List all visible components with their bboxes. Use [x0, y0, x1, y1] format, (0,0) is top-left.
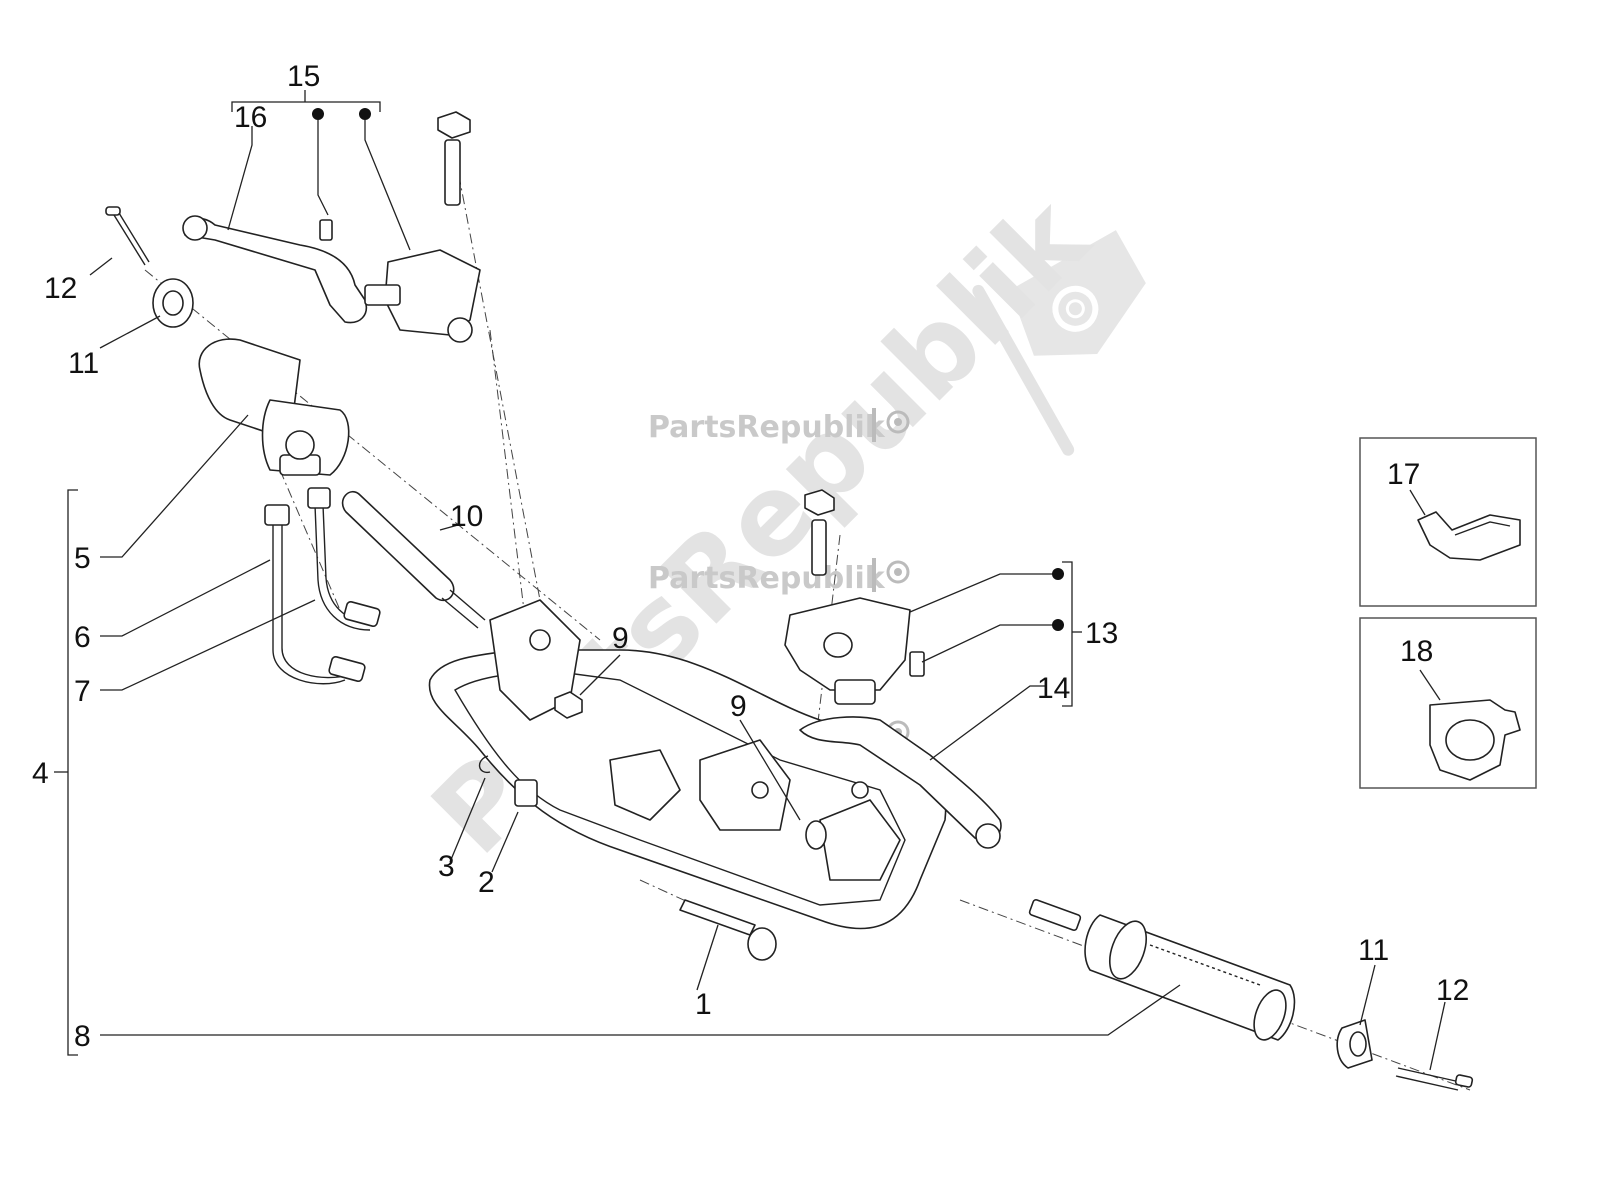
- gear-icon: [1052, 285, 1099, 332]
- bullet-icon: [1052, 568, 1064, 580]
- callout-17: 17: [1387, 458, 1420, 491]
- watermark-text: PartsRepublik: [648, 561, 886, 596]
- callout-8: 8: [74, 1020, 91, 1053]
- block-2: [514, 779, 538, 807]
- callout-12-a: 12: [44, 272, 77, 305]
- clip-3: [478, 755, 491, 774]
- lever-14-right: [799, 716, 1002, 849]
- callout-15: 15: [287, 60, 320, 93]
- callout-5: 5: [74, 542, 91, 575]
- callout-12-b: 12: [1436, 974, 1469, 1007]
- callout-2: 2: [478, 866, 495, 899]
- bracket-15: [231, 90, 411, 251]
- watermark-text: PartsRepublik: [648, 410, 886, 445]
- callout-11-a: 11: [68, 347, 99, 380]
- tube-10: [341, 490, 486, 629]
- bullet-icon: [1052, 619, 1064, 631]
- nut-9-b: [805, 820, 827, 850]
- flag-logo-icon: [1010, 230, 1146, 356]
- bullet-icon: [312, 108, 324, 120]
- callout-18: 18: [1400, 635, 1433, 668]
- bullet-icon: [359, 108, 371, 120]
- bar-end-11-top: [152, 278, 194, 328]
- bracket-4: [54, 489, 78, 1056]
- nut-9-a: [554, 691, 583, 719]
- master-cylinder-right: [784, 489, 925, 705]
- callouts: 1 2 3 4 5 6 7 8 9 9 10 11 11 12 12 13 14…: [32, 60, 1469, 1053]
- callout-14: 14: [1037, 672, 1070, 705]
- bracket-13: [909, 561, 1082, 707]
- callout-7: 7: [74, 675, 91, 708]
- inset-box-17: [1359, 437, 1537, 607]
- callout-9-a: 9: [612, 622, 629, 655]
- gear-icon: [886, 560, 910, 584]
- callout-10: 10: [450, 500, 483, 533]
- master-cylinder-top: [319, 111, 481, 343]
- handlebar-frame: [428, 599, 947, 930]
- callout-6: 6: [74, 621, 91, 654]
- grip-5-left: [198, 338, 350, 476]
- callout-3: 3: [438, 850, 455, 883]
- grip-8-right: [1028, 898, 1296, 1041]
- watermark-small-2: PartsRepublik: [648, 558, 910, 596]
- cables-6-7: [264, 487, 381, 685]
- screw-12-bottom: [1395, 1067, 1474, 1091]
- bolt-1: [679, 899, 777, 961]
- leader-lines: [89, 126, 1446, 1071]
- bar-end-11-bottom: [1336, 1019, 1373, 1069]
- watermark-small-1: PartsRepublik: [648, 408, 910, 445]
- callout-1: 1: [695, 988, 712, 1021]
- callout-4: 4: [32, 757, 49, 790]
- callout-13: 13: [1085, 617, 1118, 650]
- callout-11-b: 11: [1358, 934, 1389, 967]
- screw-12-top: [105, 206, 150, 266]
- gear-icon: [886, 410, 910, 434]
- callout-16: 16: [234, 101, 267, 134]
- inset-box-18: [1359, 617, 1537, 789]
- lever-16-top: [182, 215, 367, 324]
- callout-9-b: 9: [730, 690, 747, 723]
